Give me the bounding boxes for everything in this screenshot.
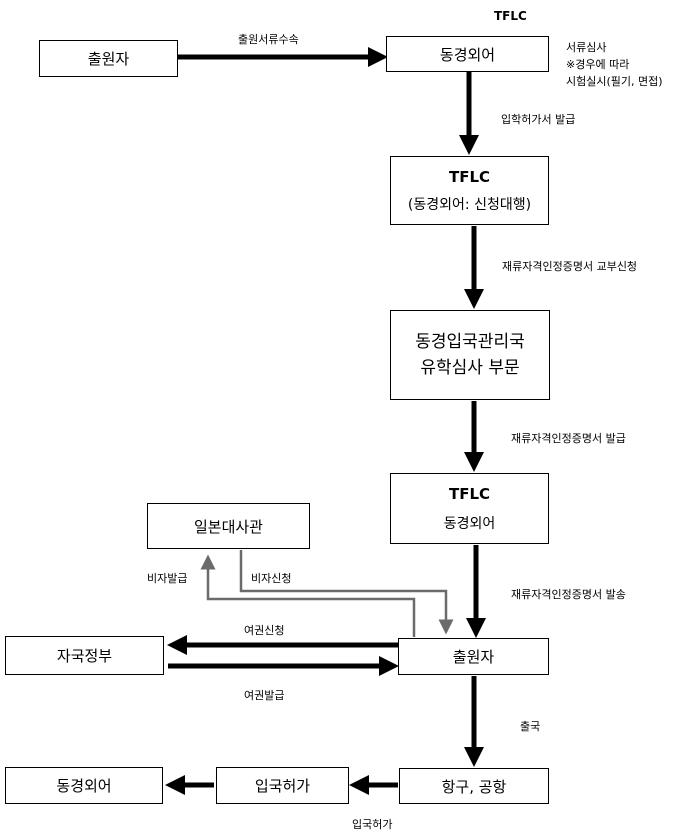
node-port: 항구, 공항 (399, 768, 549, 804)
node-applicant-top-label: 출원자 (87, 50, 130, 68)
node-applicant-label: 출원자 (452, 648, 495, 666)
node-tflc-proxy-sub: (동경외어: 신청대행) (407, 196, 532, 213)
node-embassy-label: 일본대사관 (193, 517, 263, 536)
edge-label-coe-issue: 재류자격인정증명서 발급 (511, 432, 626, 445)
edge-label-coe-request: 재류자격인정증명서 교부신청 (502, 260, 638, 273)
node-tflc-title: TFLC (448, 484, 491, 503)
edge-label-review-3: 시험실시(필기, 면접) (566, 75, 663, 88)
node-immigration-line1: 동경입국관리국 (415, 332, 525, 352)
node-school-top: 동경외어 (386, 36, 549, 72)
edge-label-visa-issue: 비자발급 (147, 572, 188, 585)
edge-label-visa-apply: 비자신청 (251, 572, 292, 585)
edge-label-entry: 입국허가 (352, 818, 393, 831)
node-entry-permit: 입국허가 (216, 767, 349, 804)
node-school-top-label: 동경외어 (439, 45, 496, 64)
edge-label-review-1: 서류심사 (566, 41, 607, 54)
edge-label-passport-apply: 여권신청 (244, 624, 285, 637)
node-embassy: 일본대사관 (147, 503, 310, 549)
edge-label-coe-send: 재류자격인정증명서 발송 (511, 588, 626, 601)
node-tflc-sub: 동경외어 (443, 515, 496, 532)
edge-label-admission: 입학허가서 발급 (501, 113, 576, 126)
edge-label-review-2: ※경우에 따라 (566, 58, 630, 71)
node-immigration: 동경입국관리국 유학심사 부문 (390, 310, 550, 400)
edge-label-departure: 출국 (520, 720, 541, 733)
node-immigration-line2: 유학심사 부문 (420, 358, 520, 378)
node-tflc-proxy: TFLC (동경외어: 신청대행) (390, 156, 549, 225)
node-school-bottom: 동경외어 (5, 767, 163, 804)
top-tflc-label: TFLC (494, 9, 527, 23)
node-entry-permit-label: 입국허가 (254, 777, 311, 795)
node-applicant-top: 출원자 (39, 40, 178, 77)
node-school-bottom-label: 동경외어 (56, 777, 112, 795)
node-tflc-proxy-title: TFLC (448, 167, 491, 186)
arrow-visa-apply (239, 550, 454, 635)
edge-label-passport-issue: 여권발급 (244, 689, 285, 702)
arrow-visa-issue (200, 554, 416, 637)
node-home-gov-label: 자국정부 (56, 647, 113, 665)
node-tflc: TFLC 동경외어 (390, 473, 549, 544)
node-applicant: 출원자 (398, 638, 549, 675)
node-home-gov: 자국정부 (5, 636, 164, 675)
node-port-label: 항구, 공항 (441, 777, 507, 796)
edge-label-send-docs: 출원서류수속 (238, 33, 299, 46)
